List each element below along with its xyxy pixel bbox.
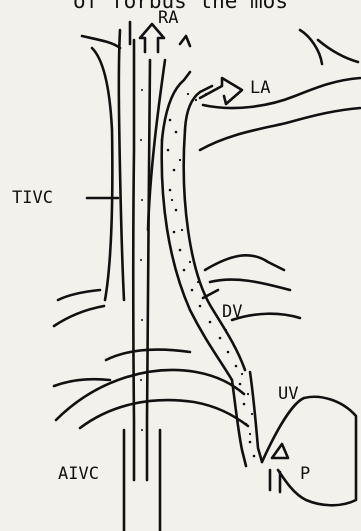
dv-channel-right [184,130,245,370]
label-aivc: AIVC [58,466,99,483]
la-arrow [200,78,242,104]
uv-channel-right [250,372,262,462]
label-p: P [300,466,310,483]
vessel-left-upper-curve [92,48,112,300]
uv-lower-wall [80,400,248,428]
label-la: LA [250,80,270,97]
label-dv: DV [222,304,242,321]
uv-upper-wall [56,370,244,420]
left-branch-upper [58,290,100,300]
left-branch-lower [54,306,104,326]
top-right-curve [318,40,358,62]
placenta-triangle [272,444,288,458]
ra-top-left-curve [82,36,120,48]
label-ra: RA [158,10,178,27]
label-tivc: TIVC [12,190,53,207]
liver-outline-lower [200,108,360,150]
ivc-left-wall [133,40,134,480]
branch-right-lower [210,280,290,290]
right-bump [300,30,322,64]
branch-right-mid [205,255,284,270]
lower-left-fragment [54,379,110,386]
ivc-right-wall [147,60,150,480]
small-arrow [180,36,190,46]
placenta-stem [270,470,280,492]
label-uv: UV [278,386,298,403]
ra-arrow [140,24,164,52]
ra-left-wall [119,30,124,300]
